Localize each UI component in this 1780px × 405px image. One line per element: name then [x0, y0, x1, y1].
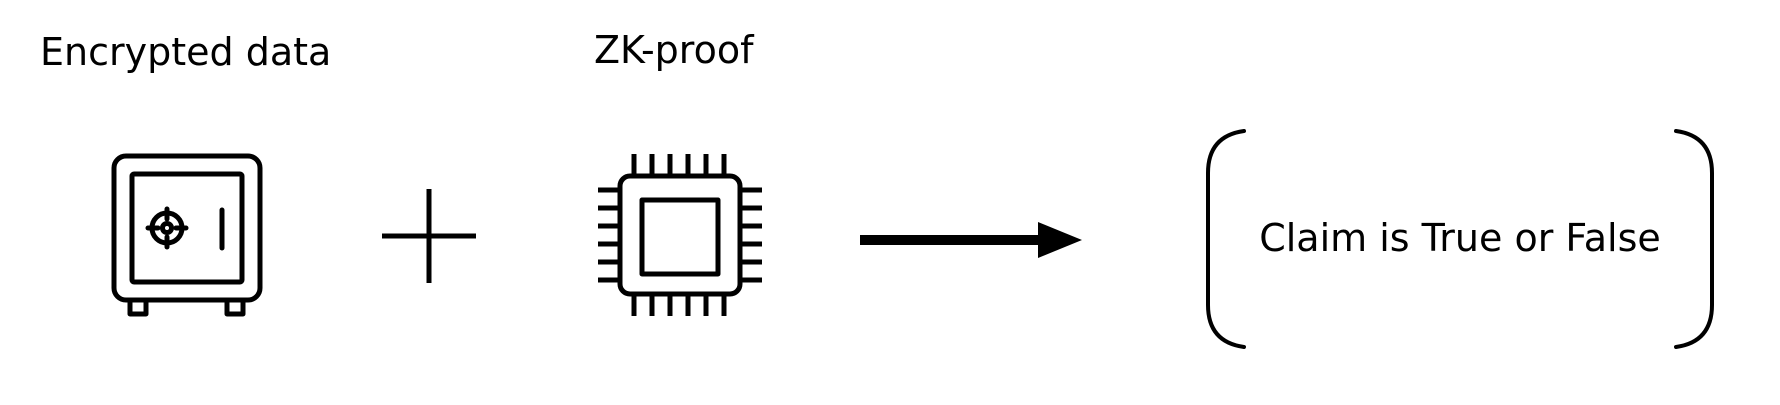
result-brackets [1206, 129, 1714, 349]
left-bracket [1206, 129, 1246, 349]
encrypted-data-label: Encrypted data [40, 30, 332, 74]
right-bracket [1674, 129, 1714, 349]
arrow-right-icon [860, 222, 1082, 258]
chip-icon [598, 154, 762, 316]
safe-icon [111, 153, 263, 317]
zk-proof-label: ZK-proof [594, 28, 754, 72]
claim-result-text: Claim is True or False [1259, 216, 1661, 260]
plus-icon [382, 189, 476, 283]
